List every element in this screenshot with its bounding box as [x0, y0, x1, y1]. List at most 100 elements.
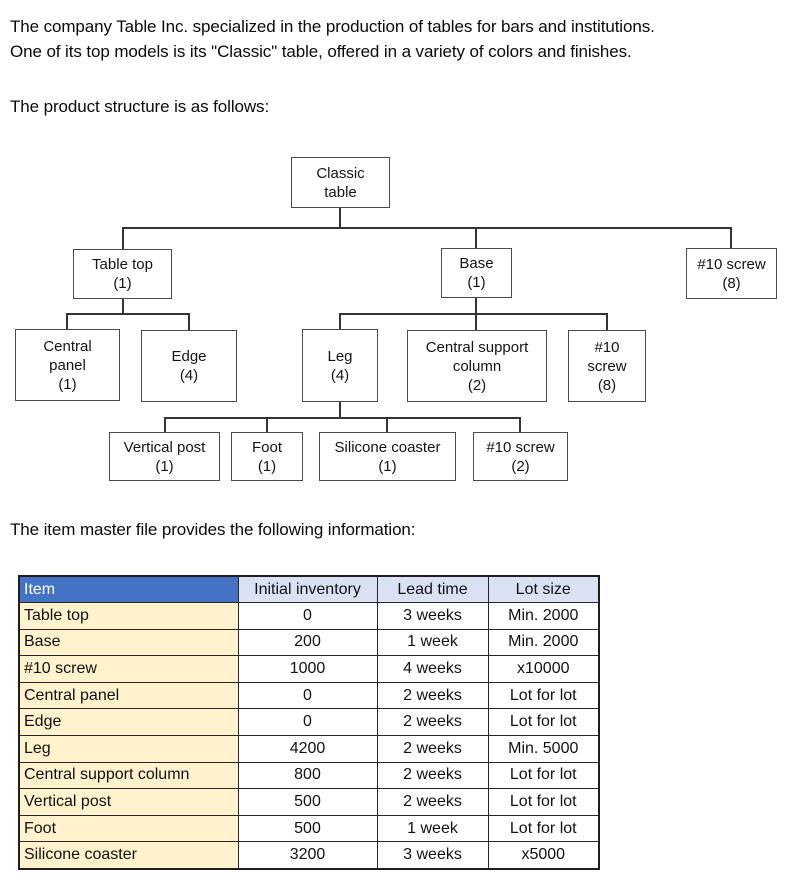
connector-line: [122, 299, 124, 315]
tree-node-label: #10 screw (8): [587, 338, 627, 394]
connector-line: [339, 313, 608, 315]
tree-node-silicone-coaster: Silicone coaster (1): [319, 432, 456, 481]
item-name-cell: Edge: [18, 708, 239, 737]
intro-paragraph: The company Table Inc. specialized in th…: [10, 17, 655, 61]
tree-node-screw10-level3: #10 screw (2): [473, 432, 568, 481]
connector-line: [730, 227, 732, 249]
table-cell: x5000: [487, 841, 600, 870]
table-header-cell: Item: [18, 575, 239, 604]
tree-node-central-support-column: Central support column (2): [407, 330, 547, 402]
table-cell: Lot for lot: [487, 788, 600, 816]
connector-line: [339, 208, 341, 229]
item-name-cell: Table top: [18, 602, 239, 630]
item-name-cell: Central panel: [18, 681, 239, 710]
table-cell: Lot for lot: [487, 761, 600, 790]
tree-node-label: Edge (4): [171, 348, 207, 384]
table-cell: 3 weeks: [376, 841, 489, 870]
table-cell: 1 week: [376, 628, 489, 657]
item-name-cell: Foot: [18, 814, 239, 843]
tree-node-label: #10 screw (8): [697, 255, 766, 292]
item-name-cell: #10 screw: [18, 655, 239, 683]
connector-line: [266, 417, 268, 432]
table-header-cell: Lead time: [376, 575, 489, 604]
tree-node-label: Table top (1): [92, 256, 153, 292]
tree-node-base: Base (1): [441, 248, 512, 298]
connector-line: [122, 227, 124, 250]
connector-line: [66, 313, 190, 315]
table-cell: 500: [237, 788, 378, 816]
tree-node-edge: Edge (4): [141, 330, 237, 402]
table-cell: Lot for lot: [487, 708, 600, 737]
tree-node-label: Vertical post (1): [123, 438, 206, 475]
table-cell: x10000: [487, 655, 600, 683]
table-cell: 800: [237, 761, 378, 790]
table-cell: Min. 5000: [487, 735, 600, 763]
tree-node-screw10-level2: #10 screw (8): [568, 330, 646, 402]
table-cell: 200: [237, 628, 378, 657]
item-name-cell: Vertical post: [18, 788, 239, 816]
table-cell: 500: [237, 814, 378, 843]
table-cell: 2 weeks: [376, 761, 489, 790]
table-cell: 4200: [237, 735, 378, 763]
tree-node-central-panel: Central panel (1): [15, 329, 120, 401]
connector-line: [386, 417, 388, 432]
table-cell: 0: [237, 602, 378, 630]
tree-node-label: Silicone coaster (1): [334, 438, 441, 475]
tree-node-label: Foot (1): [251, 438, 282, 475]
tree-node-label: Central panel (1): [43, 337, 92, 393]
item-master-caption: The item master file provides the follow…: [10, 520, 416, 539]
connector-line: [475, 297, 477, 315]
table-cell: 0: [237, 681, 378, 710]
connector-line: [164, 417, 166, 432]
tree-node-label: Classic table: [316, 164, 365, 201]
table-cell: 0: [237, 708, 378, 737]
table-cell: 3 weeks: [376, 602, 489, 630]
table-cell: 1 week: [376, 814, 489, 843]
product-structure-caption: The product structure is as follows:: [10, 97, 270, 116]
tree-node-label: Central support column (2): [425, 338, 529, 394]
item-name-cell: Silicone coaster: [18, 841, 239, 870]
connector-line: [339, 402, 341, 419]
table-header-cell: Initial inventory: [237, 575, 378, 604]
tree-node-classic-table: Classic table: [291, 157, 390, 208]
table-cell: Min. 2000: [487, 628, 600, 657]
table-cell: 1000: [237, 655, 378, 683]
connector-line: [188, 313, 190, 331]
tree-node-foot: Foot (1): [231, 432, 303, 481]
table-cell: Lot for lot: [487, 681, 600, 710]
table-cell: 2 weeks: [376, 735, 489, 763]
item-name-cell: Central support column: [18, 761, 239, 790]
connector-line: [475, 227, 477, 249]
connector-line: [606, 313, 608, 331]
tree-node-label: #10 screw (2): [486, 438, 555, 475]
table-cell: 3200: [237, 841, 378, 870]
table-cell: 2 weeks: [376, 788, 489, 816]
tree-node-leg: Leg (4): [302, 329, 378, 402]
table-cell: Lot for lot: [487, 814, 600, 843]
tree-node-vertical-post: Vertical post (1): [109, 432, 220, 481]
table-cell: Min. 2000: [487, 602, 600, 630]
tree-node-table-top: Table top (1): [73, 249, 172, 299]
product-structure-diagram: Classic table Table top (1) Base (1) #10…: [15, 157, 777, 481]
item-name-cell: Leg: [18, 735, 239, 763]
item-name-cell: Base: [18, 628, 239, 657]
connector-line: [519, 417, 521, 432]
connector-line: [122, 227, 732, 229]
tree-node-label: Base (1): [459, 255, 494, 291]
connector-line: [475, 313, 477, 331]
tree-node-label: Leg (4): [327, 347, 353, 384]
